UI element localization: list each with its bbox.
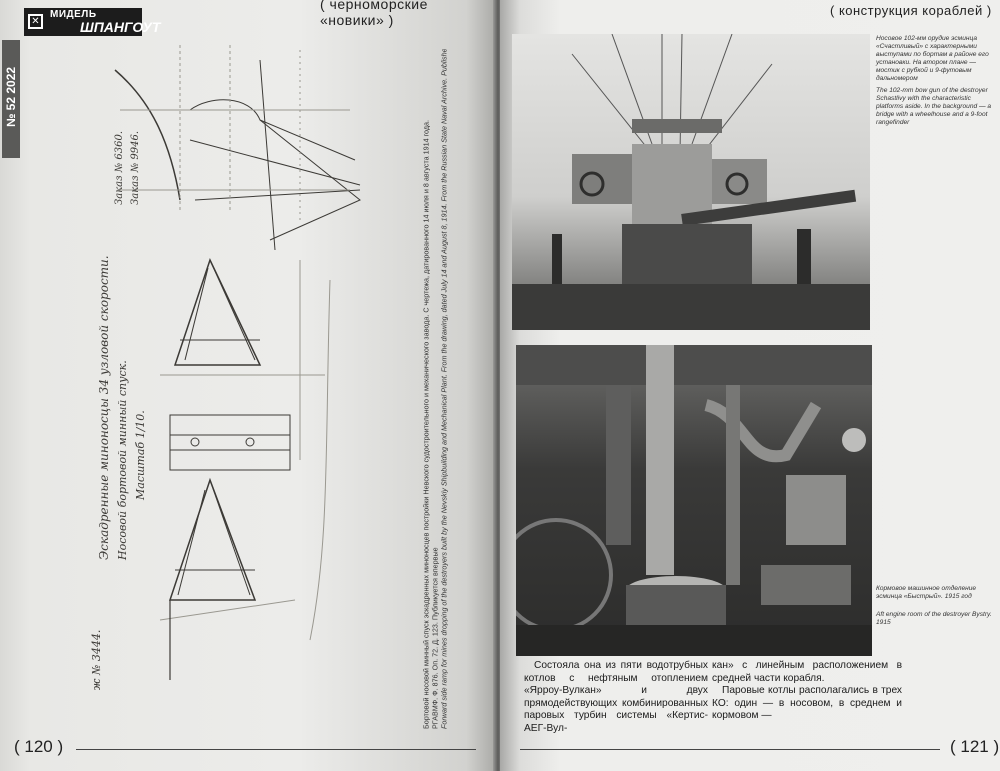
drawing-order2: Заказ № 9946.: [130, 131, 141, 205]
magazine-logo: ✕ МИДЕЛЬ ШПАНГОУТ: [24, 8, 160, 36]
photo-engine-room-illustration: [516, 345, 872, 656]
photo2-caption-ru: Кормовое машинное отделение эсминца «Быс…: [876, 585, 977, 600]
right-header: ( конструкция кораблей ): [830, 3, 992, 18]
body-column-2: кан» с линейным расположением в средней …: [712, 660, 902, 723]
photo2-caption: Кормовое машинное отделение эсминца «Быс…: [876, 585, 994, 627]
body-column-1: Состояла она из пяти водотрубных котлов …: [524, 660, 708, 736]
right-page: ( конструкция кораблей ): [500, 0, 1000, 771]
drawing-scale: Масштаб 1/10.: [134, 410, 147, 501]
photo1-caption: Носовое 102-мм орудие эсминца «Счастливы…: [876, 35, 994, 127]
body-col2-paragraph2: Паровые котлы располагались в трех КО: о…: [712, 685, 902, 722]
drawing-number: Чертеж № 3444.: [90, 630, 103, 690]
body-col2-paragraph1: кан» с линейным расположением в средней …: [712, 660, 902, 684]
technical-drawing: Эскадренные миноносцы 34 узловой скорост…: [90, 45, 361, 690]
issue-number: № 52 2022: [4, 66, 18, 128]
book-spine: [493, 0, 503, 771]
right-footer-rule: [520, 749, 940, 750]
right-page-number: ( 121 ): [950, 737, 1000, 756]
photo2-caption-en: Aft engine room of the destroyer Bystry.…: [876, 611, 992, 626]
logo-mark-icon: ✕: [28, 14, 43, 29]
drawing-title-line1: Эскадренные миноносцы 34 узловой скорост…: [97, 255, 111, 560]
logo-line1: МИДЕЛЬ: [50, 9, 97, 20]
left-footer-rule: [76, 749, 476, 750]
drawing-title-line2: Носовой бортовой минный спуск.: [116, 360, 129, 561]
photo1-caption-ru: Носовое 102-мм орудие эсминца «Счастливы…: [876, 35, 989, 82]
drawing-order1: Заказ № 6360.: [114, 131, 125, 205]
caption-ru: Бортовой носовой минный спуск эскадренны…: [421, 119, 431, 729]
left-rotated-caption: Бортовой носовой минный спуск эскадренны…: [405, 44, 465, 734]
issue-tab: № 52 2022: [2, 40, 20, 158]
body-col1-paragraph: Состояла она из пяти водотрубных котлов …: [524, 660, 708, 734]
logo-line2: ШПАНГОУТ: [80, 19, 161, 35]
caption-en: Forward side ramp for mines dropping of …: [439, 49, 449, 729]
photo1-caption-en: The 102-mm bow gun of the destroyer Scha…: [876, 87, 992, 126]
caption-archive: РГАВМФ. Ф. 876. Оп. 72. Д. 123. Публикуе…: [430, 547, 440, 729]
photo-bow-gun-illustration: [512, 34, 870, 330]
photo-bow-gun: [512, 34, 870, 330]
photo-engine-room: [516, 345, 872, 656]
left-page-number: ( 120 ): [14, 737, 64, 756]
left-page: ✕ МИДЕЛЬ ШПАНГОУТ № 52 2022 ( черноморск…: [0, 0, 496, 771]
left-header: ( черноморские «новики» ): [320, 0, 428, 28]
